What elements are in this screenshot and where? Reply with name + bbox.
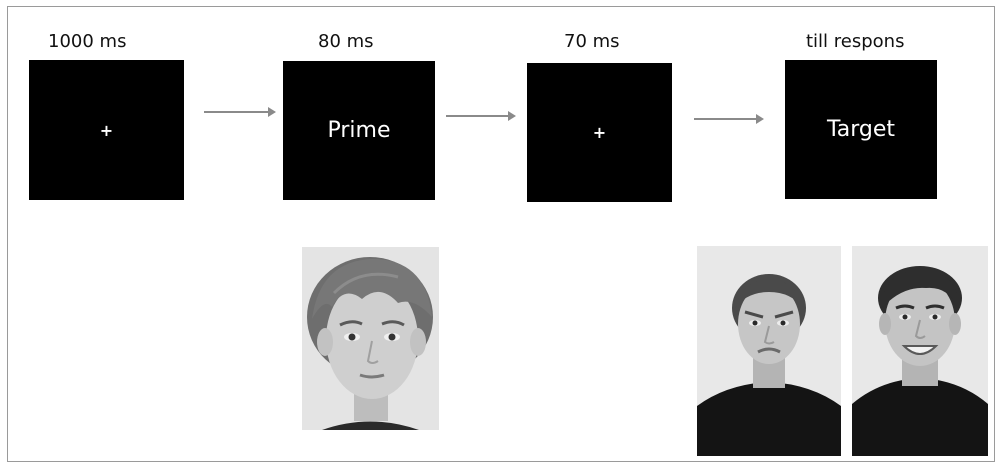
- arrow-right-icon: [204, 107, 276, 117]
- target-screen: Target: [785, 60, 937, 199]
- stage-3-timing: 70 ms: [564, 31, 620, 52]
- arrow-right-icon: [694, 114, 764, 124]
- prime-label: Prime: [327, 118, 391, 143]
- fixation-screen-1: +: [29, 60, 184, 200]
- target-label: Target: [826, 117, 896, 142]
- prime-screen: Prime: [283, 61, 435, 200]
- woman-face-angry-photo: [697, 246, 841, 456]
- stage-4-timing: till respons: [806, 31, 905, 52]
- fixation-cross-icon: +: [592, 123, 607, 142]
- stage-1-timing: 1000 ms: [48, 31, 127, 52]
- fixation-cross-icon: +: [99, 120, 114, 140]
- man-face-happy-photo: [852, 246, 988, 456]
- child-face-neutral-photo: [302, 247, 439, 430]
- fixation-screen-2: +: [527, 63, 672, 202]
- stage-2-timing: 80 ms: [318, 31, 374, 52]
- arrow-right-icon: [446, 111, 516, 121]
